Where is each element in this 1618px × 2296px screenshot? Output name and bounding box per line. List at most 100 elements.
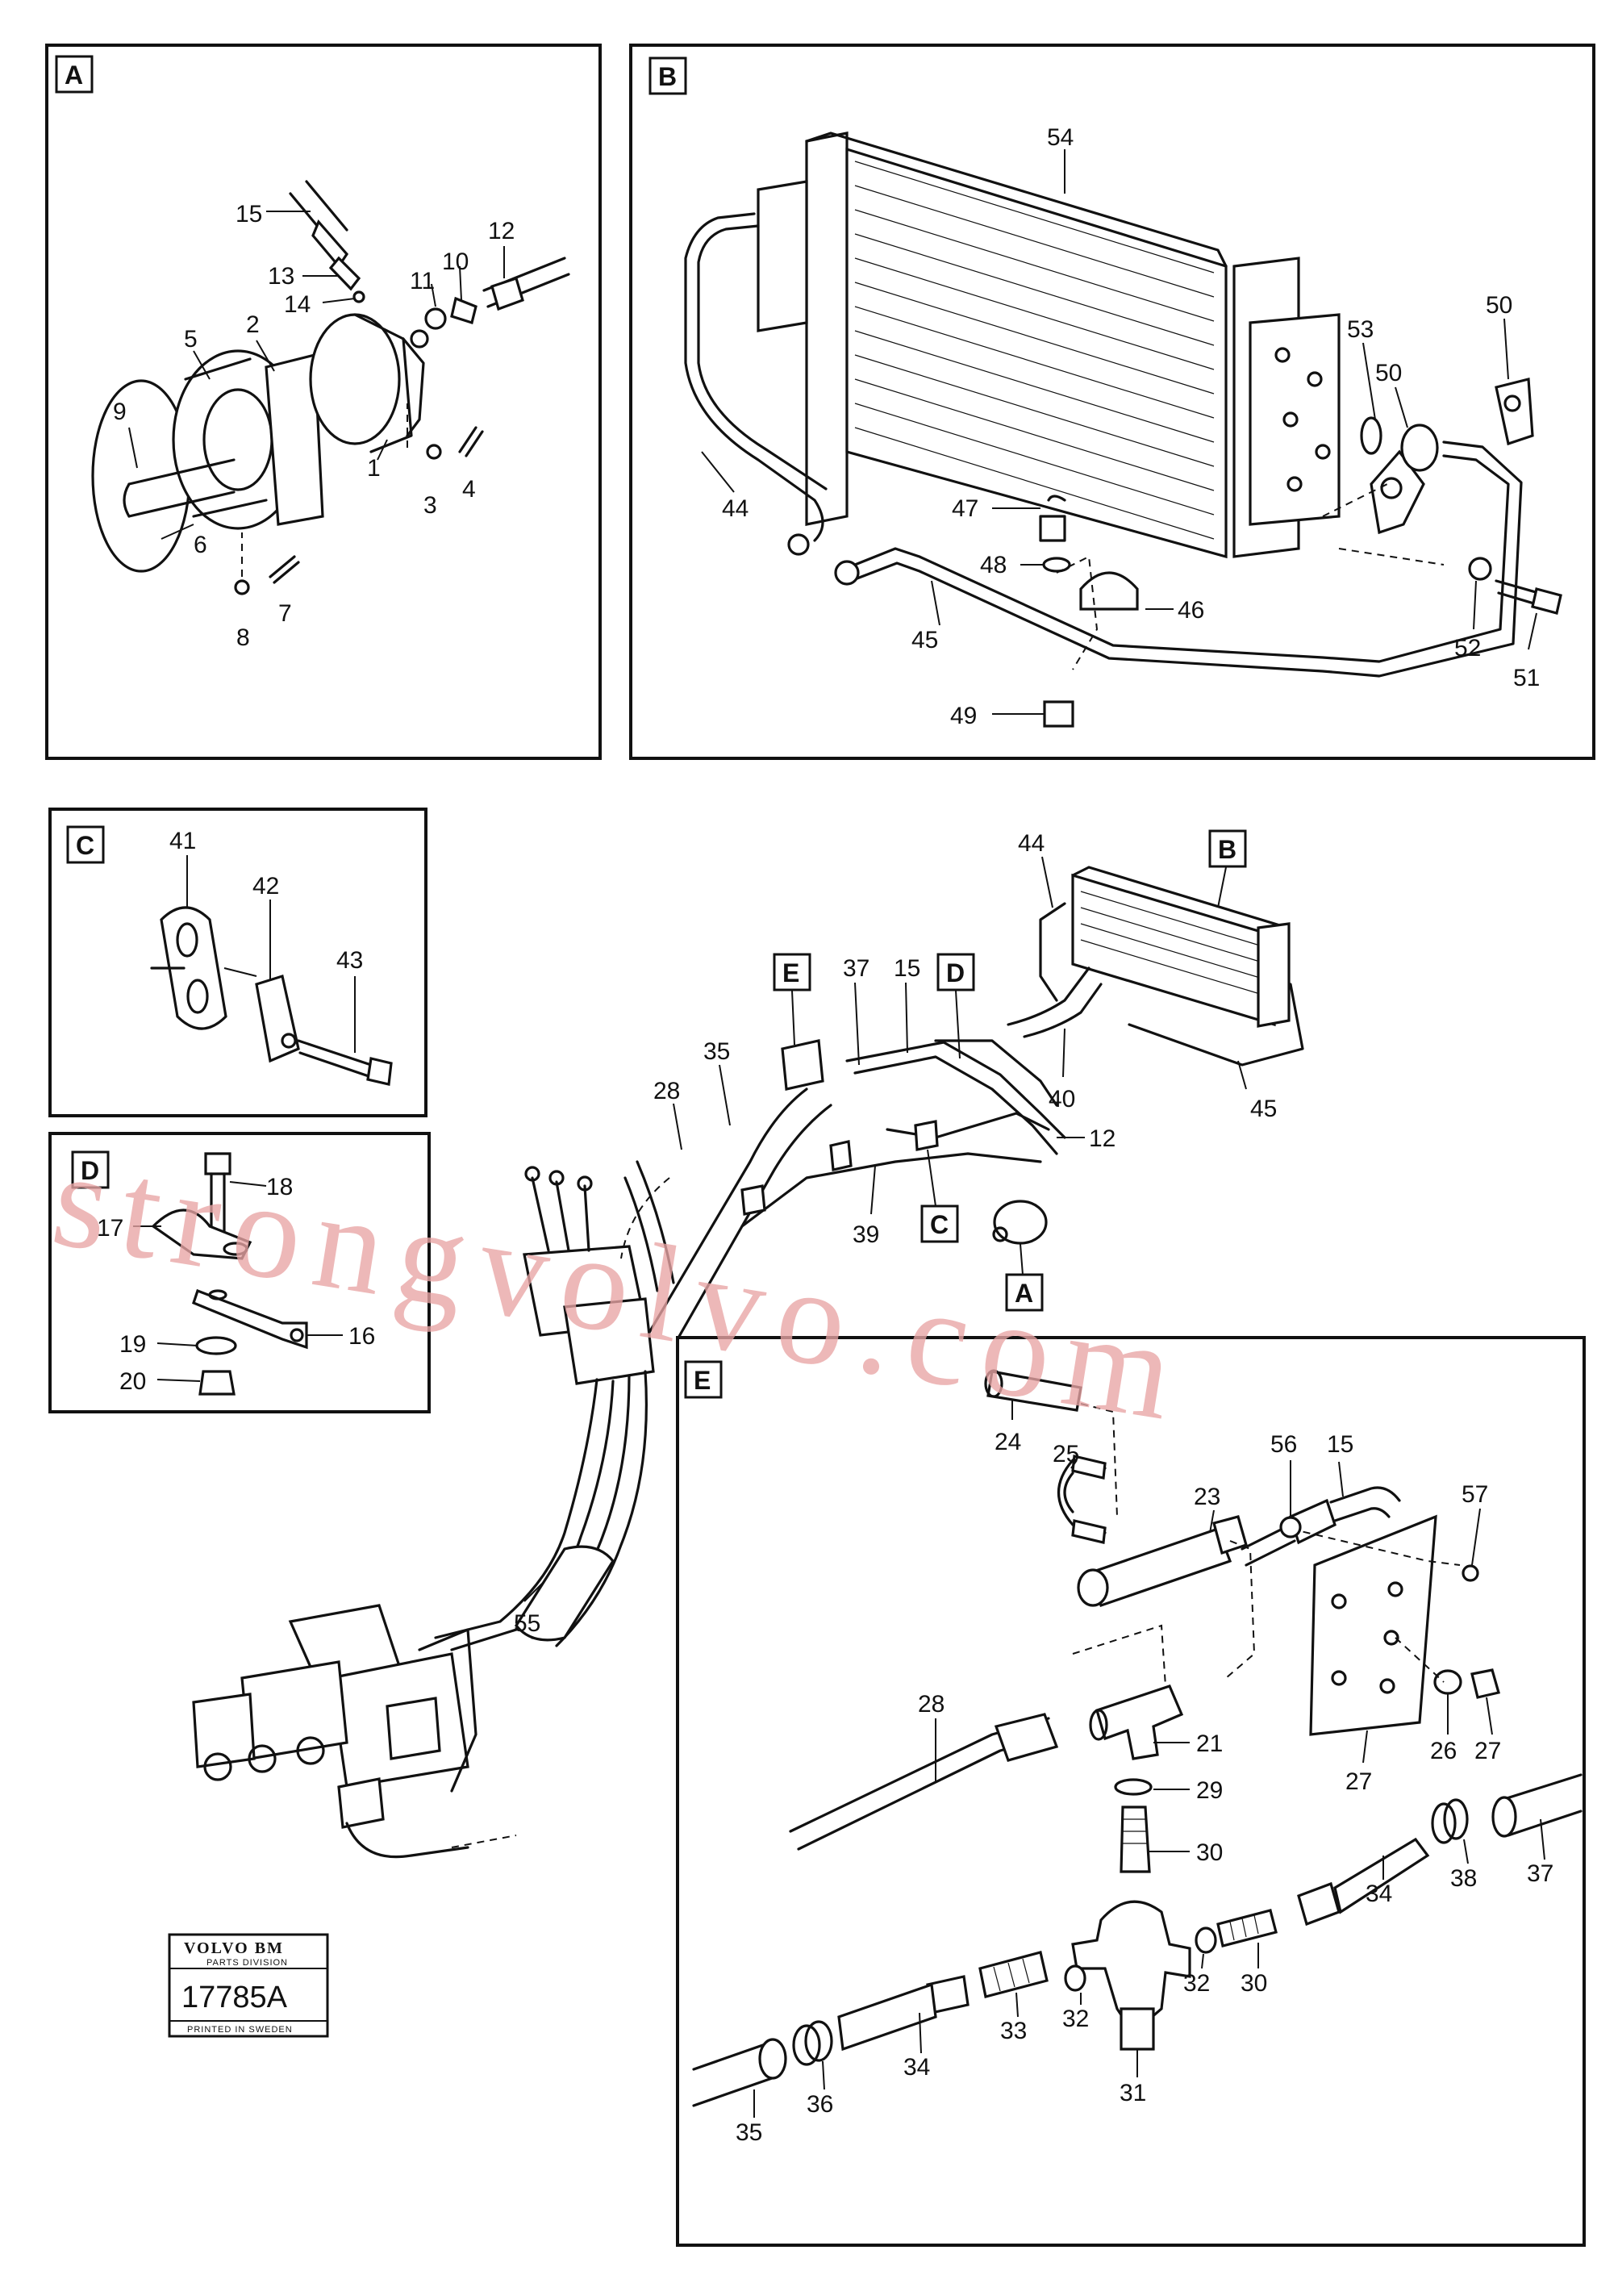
callout-d-17: 17 [97,1215,123,1242]
callout-overview-45: 45 [1250,1096,1277,1122]
callout-a-7: 7 [278,600,292,627]
callout-c-43: 43 [336,947,363,974]
callout-a-5: 5 [184,326,198,353]
panel-a-label: A [65,61,83,90]
callout-d-18: 18 [266,1174,293,1200]
callouts-panel-a: 15 13 14 11 10 12 2 5 9 1 3 4 6 7 8 [113,201,515,651]
callout-e-31: 31 [1120,2080,1146,2106]
callout-b-44: 44 [722,495,749,522]
callout-overview-55: 55 [514,1610,540,1637]
panel-b-label: B [658,62,677,91]
callout-e-29: 29 [1196,1777,1223,1804]
callout-e-25: 26 [1430,1738,1457,1764]
panel-b: B [629,44,1595,760]
callouts-panel-e: 24 25 23 56 15 57 27 26 27 28 21 29 30 3… [736,1429,1553,2146]
stamp-printed: PRINTED IN SWEDEN [187,2025,293,2035]
parts-division-stamp: VOLVO BM PARTS DIVISION 17785A PRINTED I… [168,1933,329,2038]
callout-e-38: 38 [1450,1865,1477,1892]
callouts-overview: 44 15 37 28 35 40 45 12 39 55 [514,830,1277,1637]
callout-overview-37: 37 [843,955,869,982]
callout-overview-15: 15 [894,955,920,982]
callout-a-10: 10 [442,248,469,275]
callout-e-21: 21 [1196,1730,1223,1757]
callout-e-32b: 32 [1062,2006,1089,2032]
callout-e-36: 36 [807,2091,833,2118]
callout-a-8: 8 [236,624,250,651]
watermark-text: strongvolvo.com [44,1122,1196,1451]
callout-a-3: 3 [423,492,437,519]
callout-a-13: 13 [268,263,294,290]
panel-d-label: D [81,1156,99,1185]
callout-e-15: 15 [1327,1431,1353,1458]
callout-e-28: 28 [918,1691,945,1718]
callout-b-47: 47 [952,495,978,522]
callout-a-14: 14 [284,291,311,318]
callout-b-49: 49 [950,703,977,729]
radiator-core-hatch [854,161,1215,540]
callout-a-6: 6 [194,532,207,558]
callout-e-30b: 30 [1241,1970,1267,1997]
callout-a-11: 11 [410,268,435,294]
callouts-panel-b: 54 53 50 50 47 48 46 49 45 44 52 51 [722,124,1540,729]
callout-e-34b: 34 [1366,1881,1392,1907]
callout-c-42: 42 [252,873,279,900]
panel-a: A [45,44,602,760]
callout-b-50b: 50 [1486,292,1512,319]
panel-e: E [676,1336,1586,2247]
callout-b-45: 45 [911,627,938,653]
callout-e-34a: 34 [903,2054,930,2081]
tag-overview-b: B [1218,835,1236,864]
callout-e-32a: 32 [1183,1970,1210,1997]
callout-e-57: 57 [1462,1481,1488,1508]
callout-e-24: 25 [1053,1441,1079,1467]
callout-e-27: 27 [1345,1768,1372,1795]
callout-b-46: 46 [1178,597,1204,624]
callout-b-51: 53 [1347,316,1374,343]
callout-d-19: 19 [119,1331,146,1358]
callout-b-54: 54 [1047,124,1074,151]
callout-overview-12: 12 [1089,1125,1116,1152]
callouts-panel-d: 18 17 16 19 20 [97,1174,375,1395]
tag-overview-d: D [946,958,965,987]
tag-overview-e: E [782,958,799,987]
callout-e-26: 27 [1474,1738,1501,1764]
callout-a-12: 12 [488,218,515,244]
callout-a-9: 9 [113,399,127,425]
stamp-division: PARTS DIVISION [206,1958,288,1968]
stamp-number: 17785A [181,1981,288,2014]
callout-e-22: 23 [1194,1484,1220,1510]
panel-e-label: E [694,1366,711,1395]
callout-b-52: 51 [1513,665,1540,691]
panel-d: D 18 17 16 19 20 [48,1132,431,1413]
small-cooler-hatch [1080,891,1269,997]
callout-a-15: 15 [236,201,262,228]
panel-c: C 41 42 43 [48,808,427,1117]
callout-a-4: 4 [462,476,476,503]
overview-assembly: B E D C A 44 15 37 28 35 40 45 [192,829,1304,1859]
callout-d-20: 20 [119,1368,146,1395]
callout-e-30a: 30 [1196,1839,1223,1866]
callout-a-2: 2 [246,311,260,338]
callout-overview-28: 28 [653,1078,680,1104]
callout-e-23: 24 [995,1429,1021,1455]
callout-b-53: 52 [1454,635,1481,662]
callout-d-16: 16 [348,1323,375,1350]
tag-overview-a: A [1015,1279,1033,1308]
callout-overview-35: 35 [703,1038,730,1065]
callout-overview-40: 40 [1049,1086,1075,1113]
panel-c-label: C [76,831,94,860]
stamp-brand: VOLVO BM [184,1939,284,1957]
callouts-panel-c: 41 42 43 [169,828,363,974]
callout-c-41: 41 [169,828,196,854]
callout-e-35: 35 [736,2119,762,2146]
tag-overview-c: C [930,1210,949,1239]
callout-e-37: 37 [1527,1860,1553,1887]
callout-e-33: 33 [1000,2018,1027,2044]
callout-overview-44: 44 [1018,830,1045,857]
callout-b-50a: 50 [1375,360,1402,386]
callout-a-1: 1 [367,455,381,482]
callout-overview-39: 39 [853,1221,879,1248]
callout-b-48: 48 [980,552,1007,578]
callout-e-56: 56 [1270,1431,1297,1458]
